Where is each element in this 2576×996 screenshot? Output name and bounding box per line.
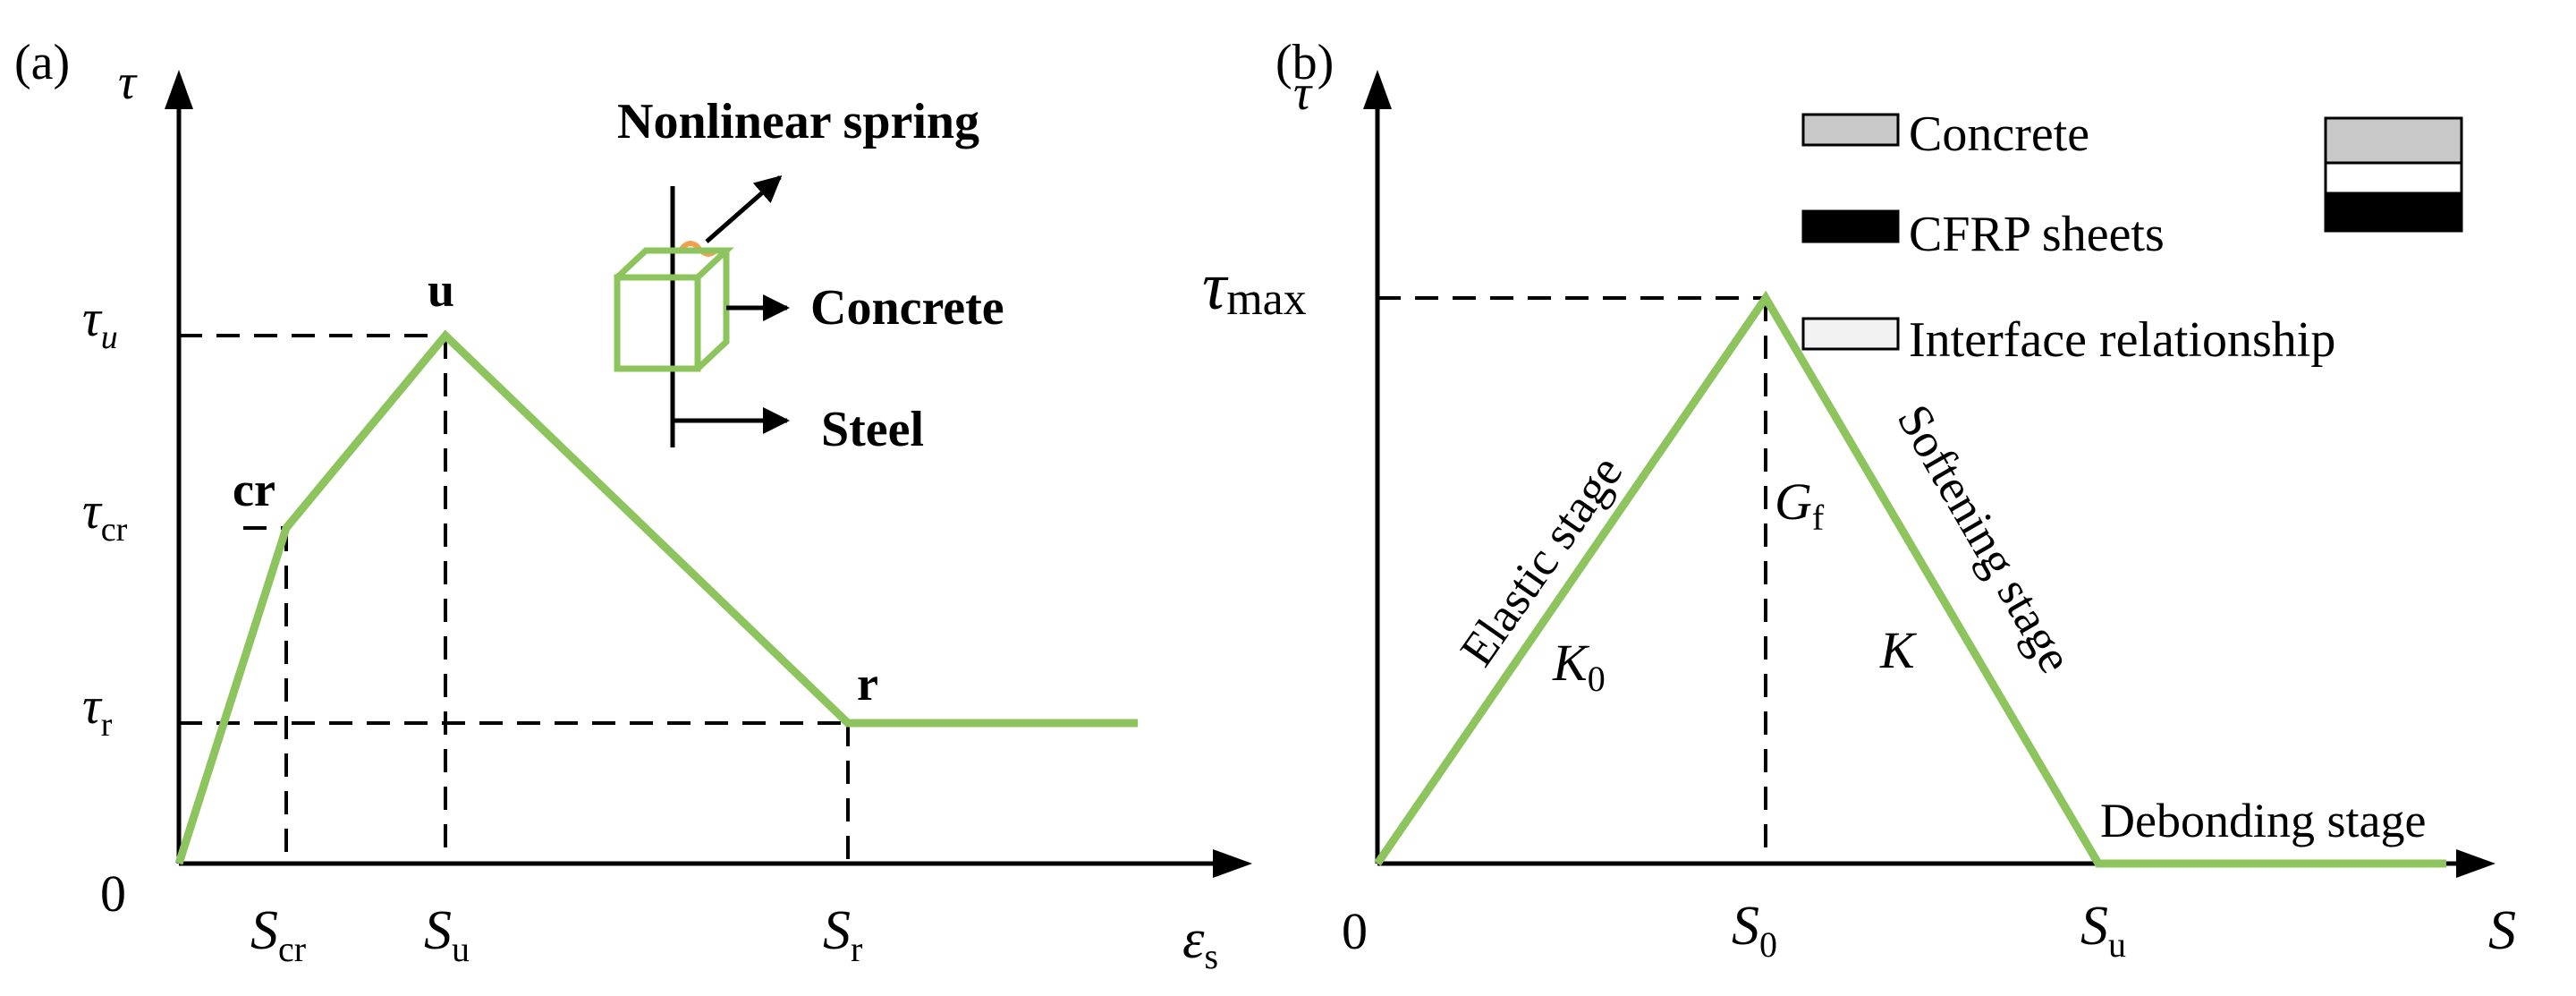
- panel-a-x-axis-label: εs: [1182, 909, 1218, 976]
- concrete-cube-side-icon: [695, 251, 730, 371]
- gf-symbol: Gf: [1775, 472, 1825, 538]
- panel-b-y-arrow: [1363, 70, 1392, 109]
- spring-arrow-icon: [705, 175, 783, 243]
- legend-swatch-concrete: [1801, 113, 1900, 147]
- legend-label-concrete: Concrete: [1909, 106, 2089, 162]
- panel-b-tag: (b): [1275, 35, 1334, 90]
- panel-b-y-axis-label: τ: [1293, 65, 1313, 121]
- panel-b-ytick-tau-max: τmax: [1202, 249, 1307, 325]
- panel-a-origin: 0: [100, 864, 126, 923]
- legend-swatch-interface: [1801, 317, 1900, 351]
- panel-b-legend: Concrete CFRP sheets Interface relations…: [1801, 106, 2463, 368]
- panel-b-x-arrow: [2456, 849, 2496, 878]
- softening-stage-label: Softening stage: [1887, 396, 2083, 682]
- panel-a-ytick-tau-cr: τcr: [82, 481, 128, 549]
- panel-a-bond-slip-curve: [174, 329, 1138, 865]
- layer-stack-interface-icon: [2324, 161, 2463, 195]
- panel-a: (a) τ 0 τu τcr τr Scr Su Sr εs cr u r: [14, 35, 1252, 976]
- concrete-cube-front-icon: [614, 274, 701, 372]
- layer-stack-cfrp-icon: [2324, 192, 2463, 233]
- k-symbol: K: [1879, 621, 1918, 679]
- panel-a-tag: (a): [14, 35, 70, 90]
- legend-label-interface: Interface relationship: [1909, 312, 2335, 368]
- panel-b-bilinear-curve: [1374, 290, 2446, 868]
- layer-stack-concrete-icon: [2324, 116, 2463, 165]
- panel-a-ytick-tau-r: τr: [82, 677, 113, 744]
- panel-b: (b) τ 0 S τmax S0 Su Elastic stage Softe…: [1202, 35, 2516, 965]
- panel-a-x-arrow: [1213, 849, 1252, 878]
- legend-swatch-cfrp: [1801, 209, 1900, 243]
- inset-spring-label: Nonlinear spring: [617, 94, 979, 149]
- inset-concrete-label: Concrete: [810, 280, 1004, 336]
- panel-a-ytick-tau-u: τu: [82, 289, 118, 356]
- panel-a-point-r: r: [857, 657, 878, 711]
- panel-a-y-axis-label: τ: [118, 55, 138, 110]
- panel-a-xtick-s-u: Su: [424, 900, 470, 969]
- panel-a-point-cr: cr: [233, 463, 275, 516]
- panel-a-xtick-s-cr: Scr: [250, 900, 306, 969]
- concrete-cube-top-icon: [614, 247, 734, 280]
- debonding-stage-label: Debonding stage: [2100, 794, 2426, 847]
- inset-steel-label: Steel: [821, 402, 924, 457]
- panel-a-y-arrow: [165, 70, 193, 109]
- panel-a-inset: Nonlinear spring Concrete Steel: [614, 94, 1004, 457]
- elastic-stage-label: Elastic stage: [1450, 446, 1633, 676]
- panel-a-point-u: u: [428, 263, 454, 317]
- k0-symbol: K0: [1552, 634, 1606, 699]
- legend-label-cfrp: CFRP sheets: [1909, 207, 2165, 262]
- panel-a-xtick-s-r: Sr: [823, 900, 862, 969]
- panel-b-xtick-su: Su: [2080, 896, 2126, 965]
- panel-b-xtick-s0: S0: [1732, 896, 1777, 965]
- panel-b-x-axis-label: S: [2488, 900, 2516, 961]
- panel-b-origin: 0: [1342, 902, 1368, 960]
